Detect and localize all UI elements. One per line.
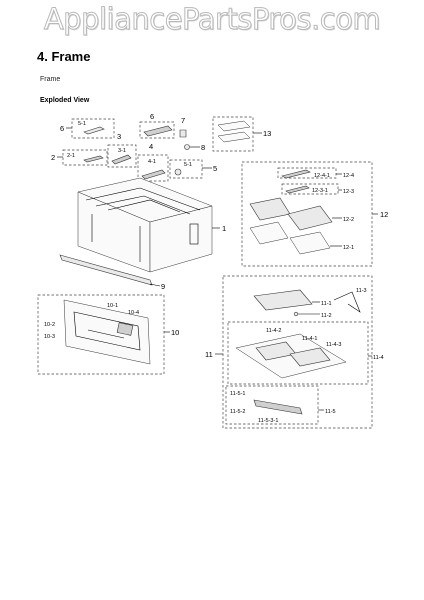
callout-11-3: 11-3 xyxy=(356,288,367,294)
group-11-5-box xyxy=(225,385,319,425)
part-5-1-bracket xyxy=(83,126,105,135)
part-3-1 xyxy=(111,154,132,165)
group-11-box xyxy=(222,275,373,429)
part-4-1 xyxy=(141,169,166,180)
part-7 xyxy=(179,129,187,138)
part-9 xyxy=(59,254,153,286)
part-12-1a xyxy=(249,221,289,245)
group-13-box xyxy=(212,116,254,152)
group-3-box xyxy=(107,144,137,168)
callout-11-5-1: 11-5-1 xyxy=(230,391,246,397)
callout-8: 8 xyxy=(201,143,205,152)
callout-10-2: 10-2 xyxy=(44,322,55,328)
group-5-box xyxy=(169,159,203,179)
callout-2-1: 2-1 xyxy=(67,153,75,159)
callout-11-5-2: 11-5-2 xyxy=(230,409,246,415)
callout-11-4-3: 11-4-3 xyxy=(326,342,342,348)
part-11-3 xyxy=(333,291,361,313)
part-11-4 xyxy=(235,333,347,379)
callout-2: 2 xyxy=(51,153,55,162)
callout-10-1: 10-1 xyxy=(107,303,118,309)
part-12-2a xyxy=(249,197,291,221)
callout-11-5: 11-5 xyxy=(325,409,336,415)
view-label: Exploded View xyxy=(40,97,90,104)
callout-11-2: 11-2 xyxy=(321,313,332,319)
part-2-1 xyxy=(83,155,104,163)
part-12-1b xyxy=(289,231,331,255)
part-11-2 xyxy=(293,311,299,317)
group-6-box xyxy=(71,118,115,139)
part-12-2b xyxy=(287,205,333,231)
callout-11: 11 xyxy=(205,350,213,359)
group-2-box xyxy=(62,149,108,166)
callout-4: 4 xyxy=(149,142,153,151)
callout-3: 3 xyxy=(117,132,121,141)
callout-11-4: 11-4 xyxy=(373,355,384,361)
part-10-panel xyxy=(63,299,151,365)
callout-7: 7 xyxy=(181,116,185,125)
callout-12-3: 12-3 xyxy=(343,189,354,195)
part-8 xyxy=(184,144,190,150)
callout-12-2: 12-2 xyxy=(343,217,354,223)
callout-12: 12 xyxy=(380,210,388,219)
callout-6: 6 xyxy=(60,124,64,133)
part-12-3 xyxy=(285,185,310,194)
callout-11-1: 11-1 xyxy=(321,301,332,307)
part-6-box xyxy=(139,121,175,139)
part-5-1 xyxy=(174,168,182,176)
group-10-box xyxy=(37,294,165,375)
callout-4-1: 4-1 xyxy=(148,159,156,165)
callout-12-1: 12-1 xyxy=(343,245,354,251)
part-11-1 xyxy=(253,289,313,311)
section-label: Frame xyxy=(40,76,61,83)
callout-6-top: 6 xyxy=(150,112,154,121)
callout-11-4-2: 11-4-2 xyxy=(266,328,282,334)
callout-10-3: 10-3 xyxy=(44,334,55,340)
callout-1: 1 xyxy=(222,224,226,233)
page-title: 4. Frame xyxy=(37,49,91,64)
group-4-box xyxy=(137,154,169,182)
callout-3-1: 3-1 xyxy=(118,148,126,154)
callout-12-3-1: 12-3-1 xyxy=(312,188,328,194)
callout-12-4: 12-4 xyxy=(343,173,354,179)
callout-5-1: 5-1 xyxy=(184,162,192,168)
callout-10: 10 xyxy=(171,328,179,337)
callout-12-4-1: 12-4-1 xyxy=(314,173,330,179)
callout-10-4: 10-4 xyxy=(128,310,139,316)
callout-6-1: 5-1 xyxy=(78,121,86,127)
part-12-4 xyxy=(281,169,311,179)
callout-11-4-1: 11-4-1 xyxy=(302,336,318,342)
part-6-vent xyxy=(143,125,173,137)
callout-11-5-3-1: 11-5-3-1 xyxy=(258,418,278,424)
watermark: AppliancePartsPros.com xyxy=(43,2,381,37)
group-11-4-box xyxy=(227,321,369,385)
callout-13: 13 xyxy=(263,129,271,138)
callout-5: 5 xyxy=(213,164,217,173)
callout-9: 9 xyxy=(161,282,165,291)
part-1-frame xyxy=(77,177,213,273)
part-11-5 xyxy=(253,399,303,415)
